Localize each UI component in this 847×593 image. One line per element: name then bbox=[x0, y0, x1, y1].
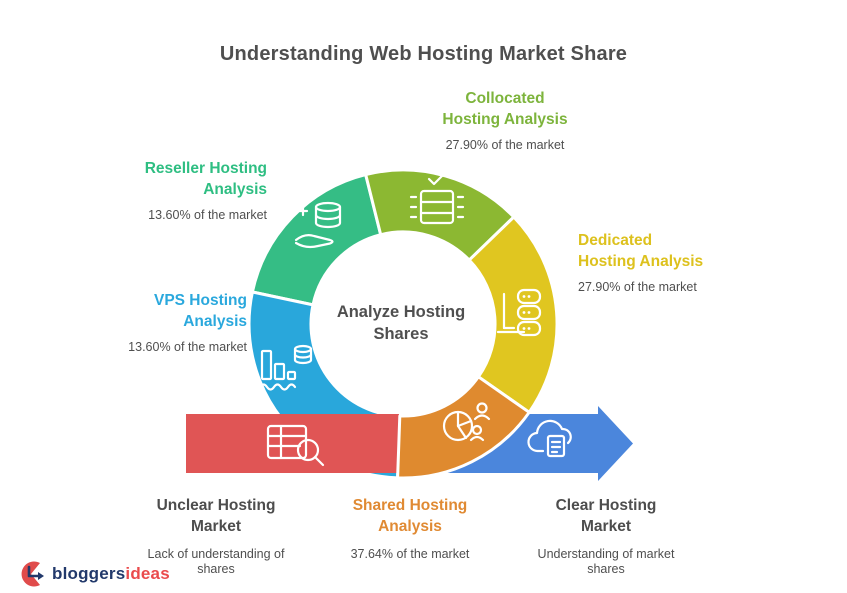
label-shared-line2: Analysis bbox=[378, 518, 442, 535]
bloggersideas-logo-text: bloggersideas bbox=[52, 564, 170, 584]
label-reseller-line2: Analysis bbox=[203, 181, 267, 198]
label-vps: VPS Hosting Analysis 13.60% of the marke… bbox=[47, 290, 247, 355]
logo-text-primary: bloggers bbox=[52, 564, 126, 583]
label-collocated-line1: Collocated bbox=[465, 90, 545, 107]
label-reseller-share: 13.60% of the market bbox=[148, 208, 267, 222]
table-search-icon bbox=[266, 424, 325, 467]
label-collocated: Collocated Hosting Analysis 27.90% of th… bbox=[395, 88, 615, 153]
donut-center-line2: Shares bbox=[373, 325, 429, 343]
donut-center-label: Analyze Hosting Shares bbox=[301, 301, 501, 345]
label-vps-line1: VPS Hosting bbox=[153, 292, 247, 309]
label-vps-share: 13.60% of the market bbox=[128, 340, 247, 354]
label-dedicated-line2: Hosting Analysis bbox=[578, 253, 704, 270]
label-dedicated-share: 27.90% of the market bbox=[578, 280, 697, 294]
label-reseller: Reseller Hosting Analysis 13.60% of the … bbox=[67, 158, 267, 223]
label-shared: Shared Hosting Analysis 37.64% of the ma… bbox=[310, 495, 510, 562]
server-stand-icon bbox=[496, 288, 542, 337]
bar-chart-wave-icon bbox=[258, 344, 313, 391]
cloud-document-icon bbox=[527, 419, 572, 458]
label-dedicated: Dedicated Hosting Analysis 27.90% of the… bbox=[578, 230, 778, 295]
label-clear-line1: Clear Hosting bbox=[555, 497, 657, 514]
label-unclear-market: Unclear Hosting Market Lack of understan… bbox=[116, 495, 316, 577]
label-unclear-line2: Market bbox=[191, 518, 241, 535]
pie-people-icon bbox=[442, 402, 491, 442]
bloggersideas-logo: bloggersideas bbox=[18, 558, 218, 590]
flow-band-unclear bbox=[186, 414, 399, 473]
label-unclear-sub: Lack of understanding of shares bbox=[147, 547, 285, 576]
arrow-head bbox=[598, 406, 633, 481]
donut-segment-dedicated bbox=[467, 215, 559, 414]
label-clear-sub: Understanding of market shares bbox=[537, 547, 675, 576]
label-dedicated-line1: Dedicated bbox=[578, 232, 653, 249]
label-collocated-share: 27.90% of the market bbox=[445, 138, 565, 152]
label-vps-line2: Analysis bbox=[183, 313, 247, 330]
donut-segment-reseller bbox=[250, 173, 383, 307]
donut-segment-shared bbox=[396, 375, 531, 480]
rack-check-icon bbox=[409, 172, 465, 225]
label-reseller-line1: Reseller Hosting bbox=[144, 160, 267, 177]
label-shared-line1: Shared Hosting bbox=[352, 497, 468, 514]
logo-text-secondary: ideas bbox=[125, 564, 170, 583]
label-collocated-line2: Hosting Analysis bbox=[442, 111, 568, 128]
label-unclear-line1: Unclear Hosting bbox=[156, 497, 276, 514]
hand-database-icon bbox=[294, 201, 342, 249]
label-shared-share: 37.64% of the market bbox=[350, 547, 470, 561]
label-clear-market: Clear Hosting Market Understanding of ma… bbox=[506, 495, 706, 577]
bloggersideas-logo-icon bbox=[21, 561, 44, 587]
page-title: Understanding Web Hosting Market Share bbox=[219, 43, 628, 65]
label-clear-line2: Market bbox=[581, 518, 631, 535]
donut-center-line1: Analyze Hosting bbox=[336, 303, 466, 321]
